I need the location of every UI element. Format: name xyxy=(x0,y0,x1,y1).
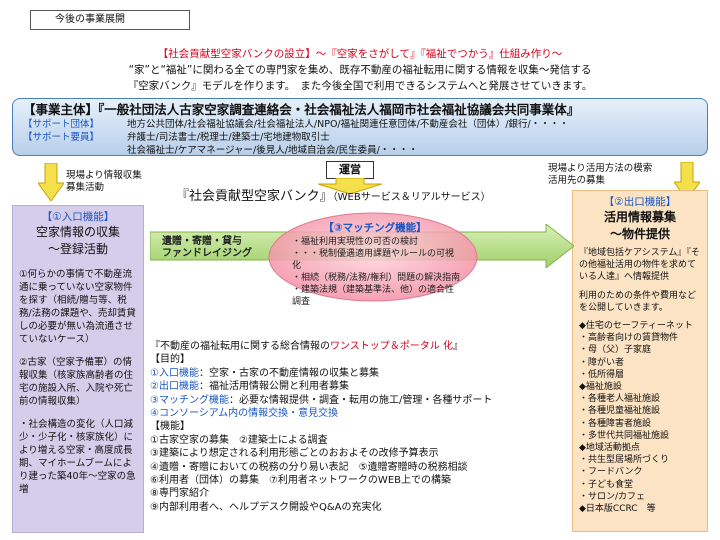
exit-list-item: ・障がい者 xyxy=(579,357,625,368)
right-note-line-2: 活用先の募集 xyxy=(548,175,606,186)
matching-item: ・・・税制優遇適用課題やルールの可視化 xyxy=(292,249,455,271)
left-note-line-2: 募集活動 xyxy=(66,182,105,193)
purpose-2: ②出口機能：福祉活用情報公開と利用者募集 xyxy=(150,380,568,393)
exit-paragraph-1: 『地域包括ケアシステム』『その他福祉活用の物件を求めている人達』へ情報提供 xyxy=(579,248,700,283)
flow-arrow-label-1: 遺贈・寄贈・貸与 xyxy=(162,236,242,247)
exit-list-item: ◆地域活動拠点 xyxy=(579,443,640,454)
exit-list-item: ・各種障害者施設 xyxy=(579,418,652,429)
exit-title: 【②出口機能】 xyxy=(603,196,677,208)
exit-list-item: ・子ども食堂 xyxy=(579,479,634,490)
matching-title: 【③マッチング機能】 xyxy=(323,222,427,234)
support-staff-label: 【サポート要員】 xyxy=(23,132,100,143)
exit-function-panel: 【②出口機能】 活用情報募集 ～物件提供 『地域包括ケアシステム』『その他福祉活… xyxy=(572,190,708,532)
entrance-paragraph-1: ①何らかの事情で不動産流通に乗っていない空家物件を探す（相続/贈与等、税務/法務… xyxy=(19,269,136,345)
header-label: 今後の事業展開 xyxy=(30,10,190,30)
exit-list-item: ◆住宅のセーフティーネット xyxy=(579,321,693,332)
purpose-label: 【目的】 xyxy=(150,354,190,366)
exit-list-item: ◆福祉施設 xyxy=(579,382,622,393)
purpose-2-key: ②出口機能 xyxy=(150,381,199,393)
intro-line-3: 『空家バンク』モデルを作ります。 また今後全国で利用できるシステムへと発展させて… xyxy=(127,80,593,92)
exit-list-item: ・共生型居場所づくり xyxy=(579,455,670,466)
function-item: ⑨内部利用者へ、ヘルプデスク開設やQ&Aの充実化 xyxy=(150,501,382,513)
business-entity-box: 【事業主体】『一般社団法人古家空家調査連絡会・社会福祉法人福岡市社会福祉協議会共… xyxy=(12,98,708,156)
matching-item: ・相続（税務/法務/権利）問題の解決指南 xyxy=(292,273,461,283)
summary-heading-post: 』 xyxy=(452,341,463,352)
left-note: 現場より情報収集 募集活動 xyxy=(66,170,142,194)
function-item: ③建築により想定される利用形態ごとのおおよその改修予算表示 xyxy=(150,448,439,460)
intro-line-1: 【社会貢献型空家バンクの設立】～『空家をさがして』『福祉でつかう』仕組み作り～ xyxy=(157,48,563,60)
exit-list: ◆住宅のセーフティーネット ・高齢者向けの賃貸物件 ・母（父）子家庭 ・障がい者… xyxy=(579,320,701,515)
bank-title: 『社会貢献型空家バンク』（WEBサービス＆リアルサービス） xyxy=(176,188,491,207)
purpose-3-key: ③マッチング機能 xyxy=(150,394,229,406)
bank-title-tag: （WEBサービス＆リアルサービス） xyxy=(332,192,491,203)
left-down-arrow-icon xyxy=(38,163,64,201)
exit-list-item: ・各種老人福祉施設 xyxy=(579,394,661,405)
purpose-3-text: ：必要な情報提供・調査・転用の施工/管理・各種サポート xyxy=(228,394,493,406)
purpose-3: ③マッチング機能：必要な情報提供・調査・転用の施工/管理・各種サポート xyxy=(150,394,568,407)
flow-arrow-label-2: ファンドレイジング xyxy=(162,248,252,259)
exit-subtitle-2: ～物件提供 xyxy=(609,227,670,241)
entrance-paragraph-2: ②古家（空家予備軍）の情報収集（核家族高齢者の住宅の施設入所、入院や死亡前の情報… xyxy=(19,357,134,407)
summary-heading: 『不動産の福祉転用に関する総合情報のワンストップ＆ポータル 化』 xyxy=(150,340,568,353)
function-item: ⑥利用者（団体）の募集 ⑦利用者ネットワークのWEB上での構築 xyxy=(150,475,451,487)
matching-items: ・福祉利用実現性の可否の検討 ・・・税制優遇適用課題やルールの可視化 ・相続（税… xyxy=(292,236,462,308)
function-item: ⑧専門家紹介 xyxy=(150,488,209,500)
summary-section: 『不動産の福祉転用に関する総合情報のワンストップ＆ポータル 化』 【目的】 ①入… xyxy=(150,340,568,514)
matching-item: ・福祉利用実現性の可否の検討 xyxy=(292,237,419,247)
exit-list-item: ・フードバンク xyxy=(579,467,643,478)
purpose-1-text: ：空家・古家の不動産情報の収集と募集 xyxy=(198,367,379,379)
entrance-title: 【①入口機能】 xyxy=(41,211,115,223)
right-note-line-1: 現場より活用方法の模索 xyxy=(548,163,653,174)
exit-paragraph-2: 利用のための条件や費用などを公開していきます。 xyxy=(579,290,697,313)
intro: 【社会貢献型空家バンクの設立】～『空家をさがして』『福祉でつかう』仕組み作り～ … xyxy=(40,46,680,94)
matching-ellipse xyxy=(268,212,478,302)
entity-title: 【事業主体】『一般社団法人古家空家調査連絡会・社会福祉法人福岡市社会福祉協議会共… xyxy=(23,102,580,117)
flow-arrow-label: 遺贈・寄贈・貸与 ファンドレイジング xyxy=(162,236,252,260)
summary-heading-pre: 『不動産の福祉転用に関する総合情報の xyxy=(150,341,330,352)
exit-list-item: ・多世代共同福祉施設 xyxy=(579,430,670,441)
support-staff-value-1: 弁護士/司法書士/税理士/建築士/宅地建物取引士 xyxy=(127,132,330,143)
intro-line-2: “家”と“福祉”に関わる全ての専門家を集め、既存不動産の福祉転用に関する情報を収… xyxy=(128,64,592,76)
right-note: 現場より活用方法の模索 活用先の募集 xyxy=(548,163,652,187)
entrance-subtitle-2: ～登録活動 xyxy=(47,242,108,256)
management-arrow-icon xyxy=(318,178,382,194)
summary-heading-highlight: ワンストップ＆ポータル 化 xyxy=(330,341,453,352)
exit-list-item: ・低所得層 xyxy=(579,369,625,380)
function-item: ④遺贈・寄贈においての税務の分り易い表記 ⑤遺贈寄贈時の税務相談 xyxy=(150,461,468,473)
function-label: 【機能】 xyxy=(150,421,190,433)
bank-title-main: 『社会貢献型空家バンク』 xyxy=(176,189,333,204)
purpose-2-text: ：福祉活用情報公開と利用者募集 xyxy=(198,381,349,393)
left-note-line-1: 現場より情報収集 xyxy=(66,170,142,181)
entrance-subtitle-1: 空家情報の収集 xyxy=(35,225,120,239)
exit-subtitle-1: 活用情報募集 xyxy=(603,210,676,224)
exit-list-item: ・高齢者向けの賃貸物件 xyxy=(579,333,679,344)
purpose-1-key: ①入口機能 xyxy=(150,367,199,379)
matching-item: ・建築法規（建築基準法、他）の適合性調査 xyxy=(292,285,455,307)
purpose-1: ①入口機能：空家・古家の不動産情報の収集と募集 xyxy=(150,367,568,380)
exit-list-item: ・サロン/カフェ xyxy=(579,491,646,502)
management-label: 運営 xyxy=(326,161,374,179)
support-org-label: 【サポート団体】 xyxy=(23,119,100,130)
support-staff-value-2: 社会福祉士/ケアマネージャー/後見人/地域自治会/民生委員/・・・・ xyxy=(127,145,418,156)
function-item: ①古家空家の募集 ②建築士による調査 xyxy=(150,434,328,446)
entrance-function-panel: 【①入口機能】 空家情報の収集 ～登録活動 ①何らかの事情で不動産流通に乗ってい… xyxy=(12,205,144,533)
exit-list-item: ◆日本版CCRC 等 xyxy=(579,504,656,515)
exit-list-item: ・各種児童福祉施設 xyxy=(579,406,661,417)
exit-list-item: ・母（父）子家庭 xyxy=(579,345,652,356)
purpose-4: ④コンソーシアム内の情報交換・意見交換 xyxy=(150,408,339,420)
support-org-value: 地方公共団体/社会福祉協議会/社会福祉法人/NPO/福祉関連任意団体/不動産会社… xyxy=(127,119,569,130)
entrance-paragraph-3: ・社会構造の変化（人口減少・少子化・核家族化）により増える空家・高度成長期、マイ… xyxy=(19,419,136,495)
